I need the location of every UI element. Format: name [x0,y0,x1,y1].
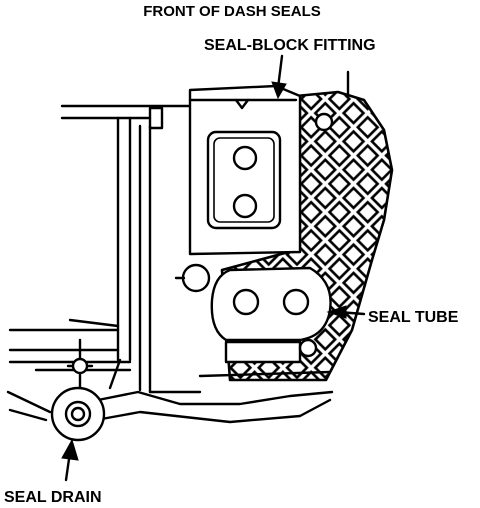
seal-tube-label: SEAL TUBE [368,309,459,326]
leader-arrows [61,54,366,482]
seal-block-upper-hole [232,145,258,171]
seal-drain-label: SEAL DRAIN [4,489,102,506]
seal-block-fitting-label: SEAL-BLOCK FITTING [204,37,376,54]
fasteners [174,112,334,358]
fastener-middle-left [181,263,211,293]
seal-tube [198,266,332,378]
fastener-lower-right [298,338,318,358]
title-label: FRONT OF DASH SEALS [143,3,321,20]
seal-block-lower-hole [232,193,258,219]
seal-tube-right-hole [282,288,310,316]
seal-tube-left-hole [232,288,260,316]
fastener-top-right [314,112,334,132]
seal-block-fitting [188,84,302,256]
seal-drain [50,338,106,442]
